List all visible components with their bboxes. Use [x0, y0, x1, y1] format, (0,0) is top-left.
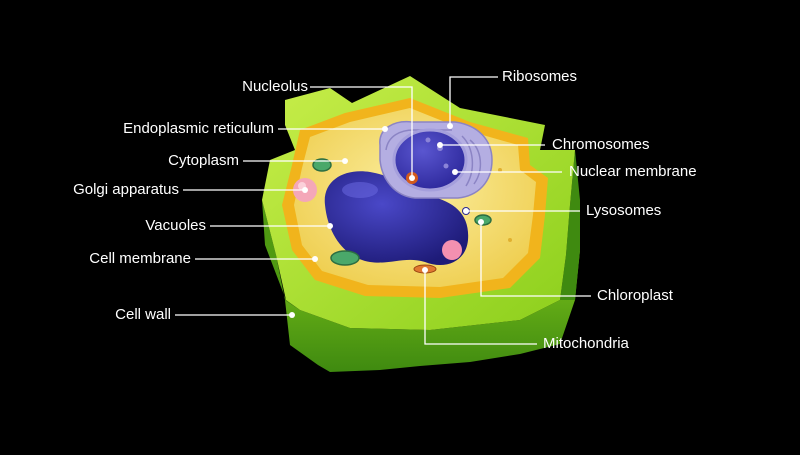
label-chloroplast: Chloroplast	[597, 287, 673, 305]
chloroplast-shape	[331, 251, 359, 265]
label-chromosomes: Chromosomes	[552, 136, 650, 154]
label-cell-membrane: Cell membrane	[89, 250, 191, 268]
label-nuclear-membrane: Nuclear membrane	[569, 163, 697, 181]
label-endoplasmic-reticulum: Endoplasmic reticulum	[123, 120, 274, 138]
label-ribosomes: Ribosomes	[502, 68, 577, 86]
label-cytoplasm: Cytoplasm	[168, 152, 239, 170]
label-vacuoles: Vacuoles	[145, 217, 206, 235]
label-mitochondria: Mitochondria	[543, 335, 629, 353]
label-cell-wall: Cell wall	[115, 306, 171, 324]
label-nucleolus: Nucleolus	[242, 78, 308, 96]
label-lysosomes: Lysosomes	[586, 202, 661, 220]
label-golgi-apparatus: Golgi apparatus	[73, 181, 179, 199]
